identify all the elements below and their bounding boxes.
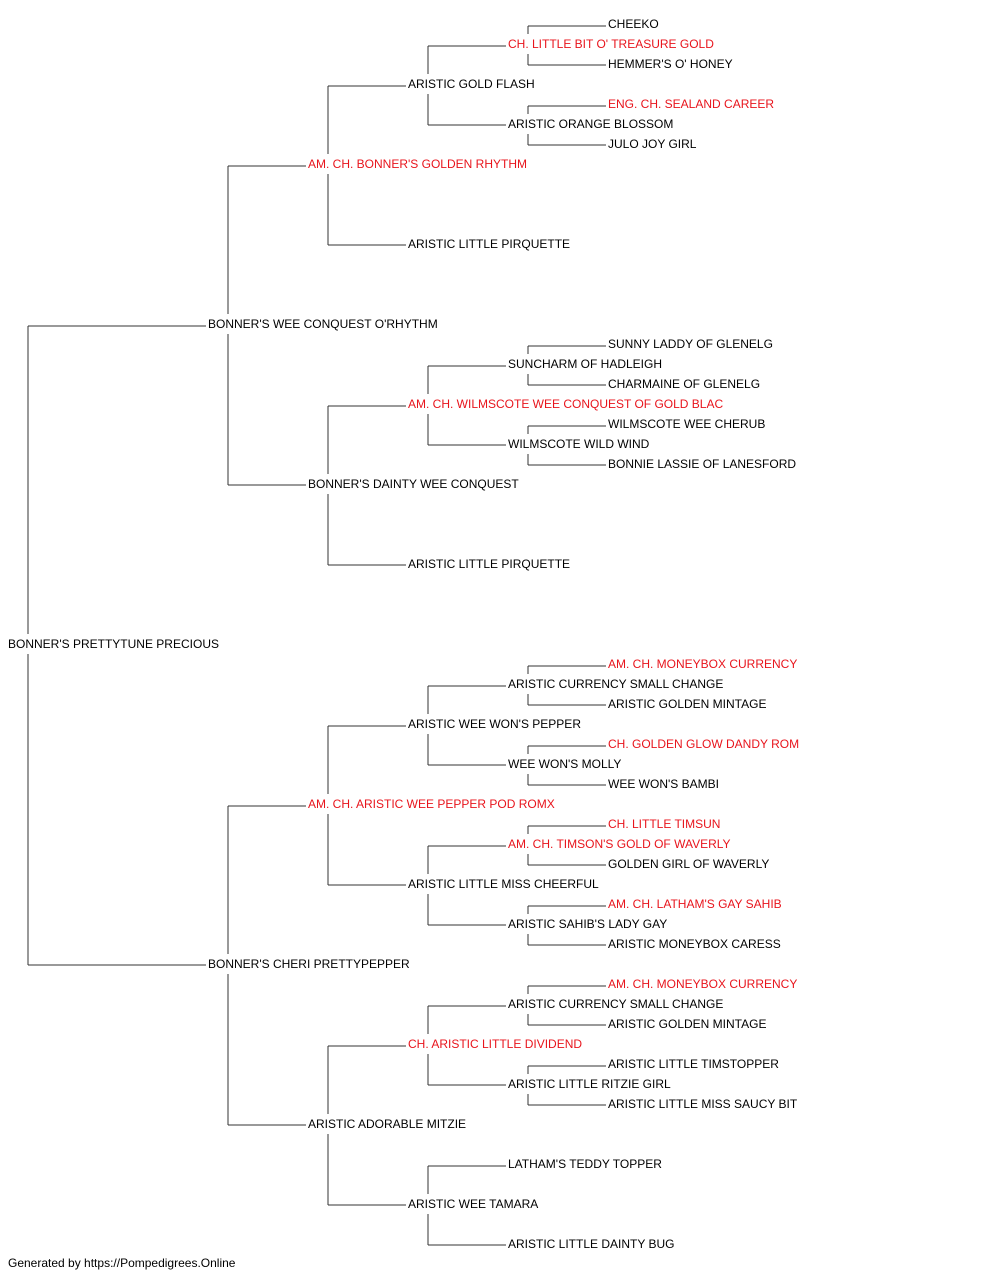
ancestor-name: ARISTIC LITTLE PIRQUETTE <box>408 557 571 571</box>
ancestor-name: ARISTIC WEE TAMARA <box>408 1197 539 1211</box>
champion-ancestor-name: AM. CH. MONEYBOX CURRENCY <box>608 657 798 671</box>
champion-ancestor-name: ENG. CH. SEALAND CAREER <box>608 97 775 111</box>
ancestor-name: BONNIE LASSIE OF LANESFORD <box>608 457 797 471</box>
champion-ancestor-name: CH. LITTLE BIT O' TREASURE GOLD <box>508 37 714 51</box>
ancestor-name: ARISTIC CURRENCY SMALL CHANGE <box>508 677 724 691</box>
champion-ancestor-name: AM. CH. TIMSON'S GOLD OF WAVERLY <box>508 837 731 851</box>
ancestor-name: ARISTIC CURRENCY SMALL CHANGE <box>508 997 724 1011</box>
champion-ancestor-name: CH. GOLDEN GLOW DANDY ROM <box>608 737 800 751</box>
champion-ancestor-name: AM. CH. MONEYBOX CURRENCY <box>608 977 798 991</box>
ancestor-name: BONNER'S WEE CONQUEST O'RHYTHM <box>208 317 438 331</box>
ancestor-name: ARISTIC ADORABLE MITZIE <box>308 1117 467 1131</box>
ancestor-name: ARISTIC LITTLE MISS CHEERFUL <box>408 877 599 891</box>
ancestor-name: ARISTIC WEE WON'S PEPPER <box>408 717 581 731</box>
champion-ancestor-name: CH. ARISTIC LITTLE DIVIDEND <box>408 1037 583 1051</box>
ancestor-name: WILMSCOTE WILD WIND <box>508 437 650 451</box>
ancestor-name: ARISTIC LITTLE DAINTY BUG <box>508 1237 675 1251</box>
subject-name: BONNER'S PRETTYTUNE PRECIOUS <box>8 637 219 651</box>
footer-credit: Generated by https://Pompedigrees.Online <box>8 1256 236 1270</box>
champion-ancestor-name: AM. CH. WILMSCOTE WEE CONQUEST OF GOLD B… <box>408 397 724 411</box>
ancestor-name: LATHAM'S TEDDY TOPPER <box>508 1157 662 1171</box>
ancestor-name: GOLDEN GIRL OF WAVERLY <box>608 857 770 871</box>
ancestor-name: ARISTIC ORANGE BLOSSOM <box>508 117 674 131</box>
ancestor-name: WILMSCOTE WEE CHERUB <box>608 417 766 431</box>
ancestor-name: JULO JOY GIRL <box>608 137 697 151</box>
ancestor-name: ARISTIC SAHIB'S LADY GAY <box>508 917 668 931</box>
ancestor-name: ARISTIC GOLDEN MINTAGE <box>608 697 767 711</box>
ancestor-name: SUNCHARM OF HADLEIGH <box>508 357 663 371</box>
ancestor-name: ARISTIC LITTLE RITZIE GIRL <box>508 1077 671 1091</box>
ancestor-name: WEE WON'S BAMBI <box>608 777 719 791</box>
champion-ancestor-name: AM. CH. BONNER'S GOLDEN RHYTHM <box>308 157 527 171</box>
champion-ancestor-name: AM. CH. LATHAM'S GAY SAHIB <box>608 897 782 911</box>
ancestor-name: ARISTIC GOLD FLASH <box>408 77 535 91</box>
ancestor-name: CHEEKO <box>608 17 659 31</box>
ancestor-name: ARISTIC LITTLE PIRQUETTE <box>408 237 571 251</box>
ancestor-name: ARISTIC MONEYBOX CARESS <box>608 937 781 951</box>
ancestor-name: CHARMAINE OF GLENELG <box>608 377 761 391</box>
ancestor-name: ARISTIC LITTLE MISS SAUCY BIT <box>608 1097 798 1111</box>
champion-ancestor-name: CH. LITTLE TIMSUN <box>608 817 721 831</box>
ancestor-name: HEMMER'S O' HONEY <box>608 57 733 71</box>
ancestor-name: BONNER'S DAINTY WEE CONQUEST <box>308 477 519 491</box>
ancestor-name: SUNNY LADDY OF GLENELG <box>608 337 773 351</box>
champion-ancestor-name: AM. CH. ARISTIC WEE PEPPER POD ROMX <box>308 797 555 811</box>
ancestor-name: BONNER'S CHERI PRETTYPEPPER <box>208 957 410 971</box>
ancestor-name: ARISTIC LITTLE TIMSTOPPER <box>608 1057 779 1071</box>
ancestor-name: WEE WON'S MOLLY <box>508 757 622 771</box>
ancestor-name: ARISTIC GOLDEN MINTAGE <box>608 1017 767 1031</box>
